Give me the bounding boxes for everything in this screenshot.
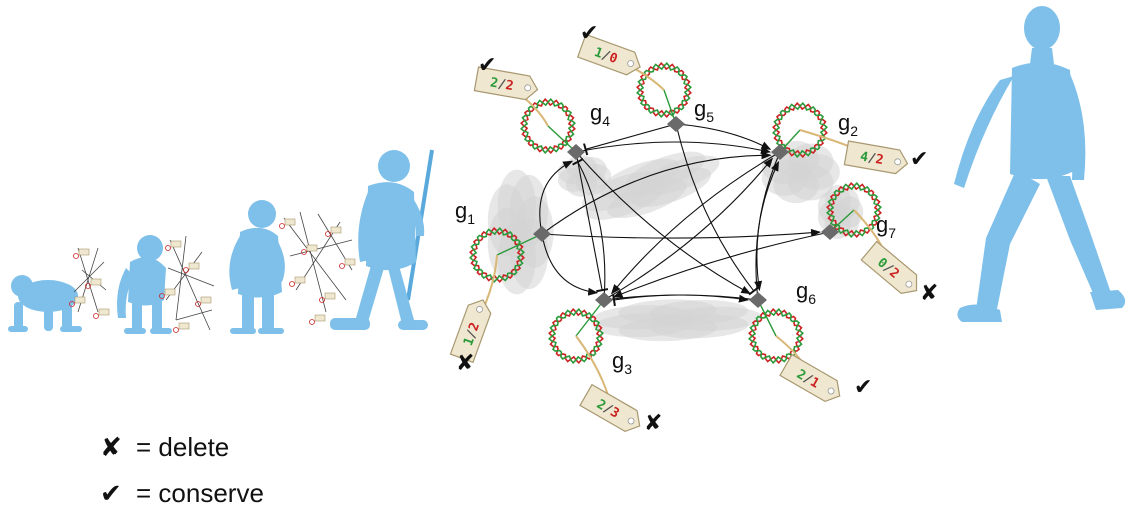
mini-gene-tag — [85, 278, 102, 289]
mini-gene-tag — [183, 262, 200, 273]
gene-label-g3: g3 — [612, 348, 632, 377]
conserve-mark-icon-g4: ✔ — [478, 53, 496, 78]
gene-tag-ratio-g2: 4/2 — [859, 149, 885, 168]
gene-node-g1: g1 — [455, 198, 551, 242]
dna-loop-g4 — [520, 98, 577, 154]
gene-tags: 1/2✘4/2✔2/3✘2/2✔1/0✔2/1✔0/2✘ — [449, 21, 938, 436]
gene-label-g2: g2 — [838, 110, 858, 139]
gene-tag-g3: 2/3 ✘ — [575, 335, 662, 436]
legend: ✘ = delete ✔ = conserve — [100, 432, 264, 509]
mini-gene-tag — [309, 314, 326, 325]
dna-loop-g1 — [469, 227, 543, 283]
mini-network-2 — [165, 235, 215, 331]
edge-g3-g6 — [603, 294, 749, 303]
legend-conserve-icon: ✔ — [100, 479, 122, 509]
edge-g3-g4 — [572, 158, 606, 301]
edge-g5-g6 — [675, 123, 760, 296]
early-human-with-spear-silhouette — [330, 149, 434, 330]
mini-gene-tag — [159, 288, 176, 299]
gene-tag-g6: 2/1✔ — [775, 335, 872, 403]
gene-label-g7: g7 — [876, 212, 896, 241]
delete-mark-icon-g1: ✘ — [456, 351, 474, 376]
mini-gene-tag — [279, 218, 296, 229]
gene-node-g3: g3 — [595, 292, 632, 377]
mini-gene-tag — [69, 296, 86, 307]
gene-node-g4: g4 — [567, 100, 610, 160]
edge-g1-g2 — [541, 151, 772, 235]
gene-tag-g7: 0/2✘ — [853, 209, 938, 306]
edge-g1-g4 — [539, 160, 574, 235]
hominid-silhouette — [229, 200, 285, 334]
protein-complex — [593, 299, 763, 342]
edge-g5-g4 — [583, 123, 677, 156]
modern-human-walking-silhouette — [954, 6, 1126, 322]
ape-silhouette — [8, 275, 82, 332]
legend-delete: ✘ = delete — [100, 432, 229, 463]
legend-conserve-label: = conserve — [136, 478, 264, 508]
gene-tag-ratio-g4: 2/2 — [489, 75, 515, 94]
early-hominid-silhouette — [117, 235, 172, 334]
edge-g6-g3 — [612, 293, 759, 307]
regulatory-edges — [539, 123, 831, 307]
conserve-mark-icon-g2: ✔ — [910, 147, 928, 172]
gene-label-g1: g1 — [455, 198, 475, 227]
mini-gene-tag — [339, 258, 356, 269]
edge-g5-g2 — [675, 123, 772, 150]
gene-hubs: g1 g2 g3 g4 g5 g6 g7 — [455, 96, 896, 377]
gene-label-g4: g4 — [590, 100, 610, 129]
mini-gene-tag — [289, 276, 306, 287]
conserve-mark-icon-g5: ✔ — [580, 21, 598, 46]
mini-gene-tag — [325, 226, 342, 237]
delete-mark-icon-g7: ✘ — [920, 281, 938, 306]
legend-delete-label: = delete — [136, 432, 229, 462]
evolution-sequence-illustration — [8, 149, 434, 334]
mini-gene-tag — [195, 296, 212, 307]
protein-complex — [581, 151, 720, 220]
edge-g4-g2 — [575, 141, 771, 154]
mini-gene-tag — [173, 322, 190, 333]
edge-g1-g3 — [541, 233, 599, 296]
edge-g4-g6 — [575, 151, 752, 295]
mini-gene-tag — [73, 248, 90, 259]
mini-network-gene-tags — [69, 218, 356, 333]
gene-node-g6: g6 — [749, 278, 816, 308]
mini-gene-tag — [165, 240, 182, 251]
dna-loop-g3 — [548, 299, 605, 364]
mini-gene-tag — [93, 308, 110, 319]
edge-g1-g7 — [541, 228, 821, 239]
gene-node-g5: g5 — [667, 96, 714, 132]
edge-g7-g3 — [612, 231, 831, 298]
legend-delete-icon: ✘ — [100, 433, 122, 463]
edge-g2-g3 — [611, 151, 781, 295]
conserve-mark-icon-g6: ✔ — [854, 375, 872, 400]
mini-network-3 — [283, 211, 353, 313]
gene-node-g2: g2 — [771, 110, 858, 160]
gene-tag-g5: 1/0✔ — [576, 21, 665, 91]
edge-g6-g2 — [755, 160, 780, 301]
gene-label-g6: g6 — [796, 278, 816, 307]
gene-label-g5: g5 — [694, 96, 714, 125]
edge-g4-g3 — [575, 151, 609, 293]
gene-tag-g4: 2/2✔ — [473, 53, 549, 127]
gene-tag-g1: 1/2✘ — [449, 254, 498, 376]
edge-g3-g2 — [603, 157, 773, 301]
gene-tag-g2: 4/2 ✔ — [799, 129, 928, 175]
gene-tag-ratio-g3: 2/3 — [594, 397, 622, 422]
delete-mark-icon-g3: ✘ — [644, 411, 662, 436]
dna-loop-g5 — [636, 62, 692, 125]
mini-gene-tag — [301, 244, 318, 255]
legend-conserve: ✔ = conserve — [100, 478, 264, 509]
gene-node-g7: g7 — [821, 212, 896, 241]
mini-gene-tag — [319, 292, 336, 303]
